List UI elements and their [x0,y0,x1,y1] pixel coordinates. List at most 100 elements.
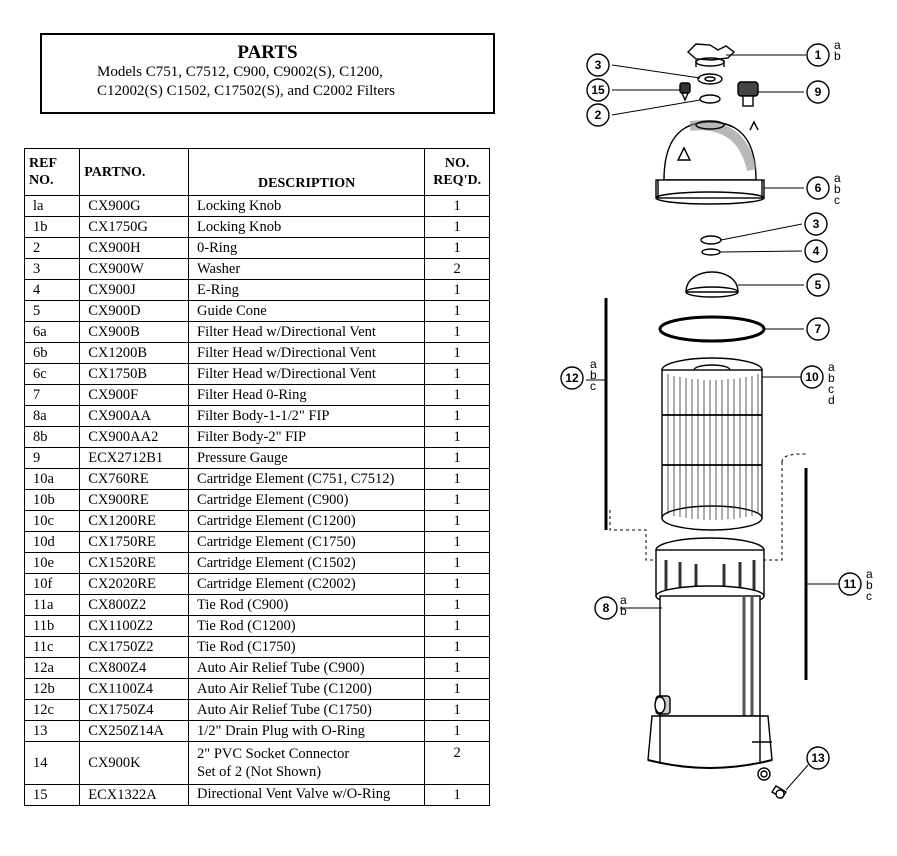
cell-part: CX1750B [79,363,190,385]
table-header-row: REF NO. PARTNO. DESCRIPTION NO. REQ'D. [23,148,490,196]
filter-body-drawing [647,537,773,769]
callout-number: 12 [565,371,579,385]
cell-qty: 1 [424,216,490,238]
cell-qty: 1 [424,573,490,595]
cell-desc: Directional Vent Valve w/O-Ring [188,784,426,806]
cell-ref: 12a [23,657,81,679]
cell-ref: 3 [23,258,81,280]
callout-1: 1ab [806,38,841,67]
cell-desc: Filter Body-1-1/2" FIP [188,405,426,427]
callout-sub-letter: b [866,578,873,592]
cell-qty: 1 [424,678,490,700]
cell-qty: 1 [424,405,490,427]
cell-ref: 12c [23,699,81,721]
cell-desc: E-Ring [188,279,426,301]
cell-part: CX250Z14A [79,720,190,742]
cell-desc: Locking Knob [188,195,426,217]
cell-qty: 1 [424,363,490,385]
cell-part: CX900B [79,321,190,343]
washer-2-drawing [700,235,722,245]
callout-number: 2 [595,108,602,122]
cell-part: CX1750Z2 [79,636,190,658]
callout-13: 13 [806,746,830,770]
cell-desc: Cartridge Element (C751, C7512) [188,468,426,490]
cell-qty: 1 [424,426,490,448]
cartridge-element-drawing [661,357,763,531]
cell-qty: 1 [424,195,490,217]
vent-valve-drawing [679,82,691,102]
callout-sub-letter: b [590,368,597,382]
cell-desc: 0-Ring [188,237,426,259]
cell-qty: 1 [424,720,490,742]
models-line-2: C12002(S) C1502, C17502(S), and C2002 Fi… [97,83,395,99]
cell-desc: Pressure Gauge [188,447,426,469]
callout-sub-letter: b [828,371,835,385]
cell-qty: 1 [424,615,490,637]
cell-part: CX760RE [79,468,190,490]
cell-ref: 15 [23,784,81,806]
callout-12: 12 abc [560,357,597,393]
cell-part: CX900G [79,195,190,217]
cell-ref: 11c [23,636,81,658]
callout-5: 5 [806,273,830,297]
header-ref-no: REF NO. [23,148,81,196]
cell-desc: 2" PVC Socket Connector Set of 2 (Not Sh… [188,741,426,785]
cell-qty: 1 [424,594,490,616]
cell-ref: 10e [23,552,81,574]
leader-lines [586,54,838,791]
cell-part: CX900D [79,300,190,322]
cell-ref: 10b [23,489,81,511]
callout-number: 5 [815,278,822,292]
callout-number: 4 [813,244,820,258]
cell-qty: 1 [424,237,490,259]
cell-part: CX1750Z4 [79,699,190,721]
callout-sub-letter: a [828,360,835,374]
cell-desc: Auto Air Relief Tube (C900) [188,657,426,679]
cell-part: ECX1322A [79,784,190,806]
cell-qty: 1 [424,784,490,806]
callout-3: 3 [804,212,828,236]
cell-qty: 2 [424,741,490,785]
cell-ref: 1b [23,216,81,238]
washer-drawing [697,73,723,85]
callout-15: 15 [586,78,610,102]
filter-head-drawing [655,120,765,205]
cell-desc: Filter Head w/Directional Vent [188,342,426,364]
cell-desc: Auto Air Relief Tube (C1750) [188,699,426,721]
callout-2: 2 [586,103,610,127]
cell-desc: Tie Rod (C1200) [188,615,426,637]
callout-sub-letter: b [834,49,841,63]
callout-number: 1 [815,48,822,62]
cell-ref: 5 [23,300,81,322]
cell-desc: Cartridge Element (C1750) [188,531,426,553]
cell-part: CX900RE [79,489,190,511]
cell-desc: Cartridge Element (C900) [188,489,426,511]
header-ref-line1: REF [29,156,57,171]
cell-ref: 8a [23,405,81,427]
cell-ref: 6a [23,321,81,343]
cell-desc: Filter Body-2" FIP [188,426,426,448]
o-ring-drawing [699,94,721,104]
callout-sub-letter: a [590,357,597,371]
callout-sub-letter: c [590,379,596,393]
